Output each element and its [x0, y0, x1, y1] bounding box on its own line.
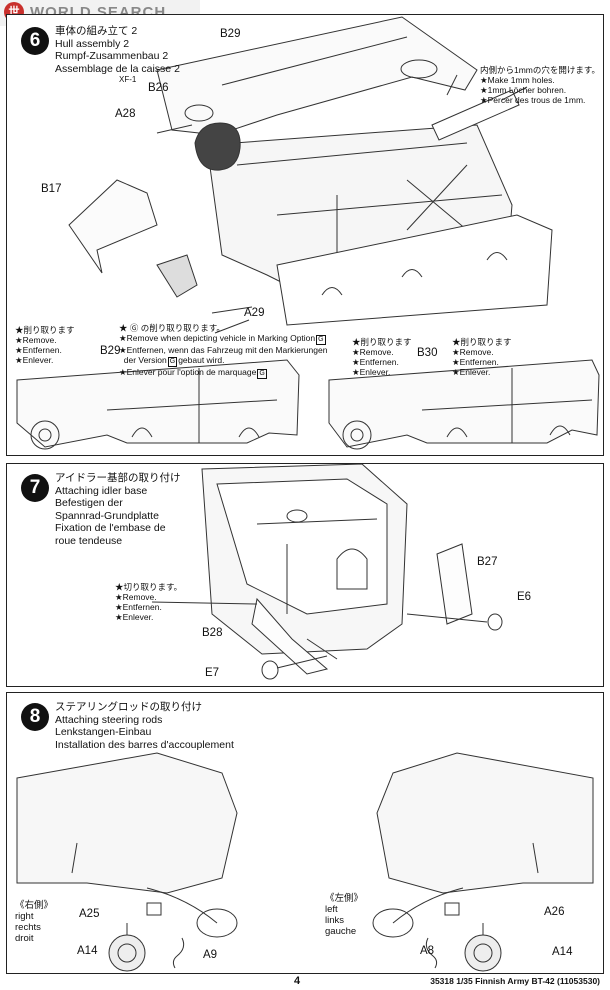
step-title: アイドラー基部の取り付け Attaching idler base Befest… [55, 472, 181, 547]
marking-option-note: ★ Ⓖ の削り取り取ります。 ★Remove when depicting ve… [119, 323, 328, 379]
step-title: 車体の組み立て 2 Hull assembly 2 Rumpf-Zusammen… [55, 25, 180, 75]
part-label-b29-bottom: B29 [100, 345, 121, 357]
steering-rods-illustration [16, 752, 594, 972]
remove-note-middle: ★削り取ります ★Remove. ★Entfernen. ★Enlever. [352, 337, 412, 377]
hull-assembly-illustration [16, 16, 600, 450]
step-6-panel: 6 車体の組み立て 2 Hull assembly 2 Rumpf-Zusamm… [6, 14, 604, 456]
right-side-label: 《右側》 right rechts droit [15, 900, 54, 944]
part-label-b30: B30 [417, 347, 438, 359]
part-label-b29-top: B29 [220, 28, 241, 40]
kit-code: 35318 1/35 Finnish Army BT-42 (11053530) [430, 976, 600, 986]
part-label-a14-right: A14 [552, 946, 573, 958]
step-number: 8 [21, 703, 49, 731]
part-label-b27: B27 [477, 556, 498, 568]
part-label-e6: E6 [517, 591, 532, 603]
drill-holes-note: 内側から1mmの穴を開けます。 ★Make 1mm holes. ★1mm Lö… [480, 65, 601, 105]
page-number: 4 [294, 975, 301, 987]
idler-base-illustration [151, 464, 503, 680]
marking-g-icon: G [316, 335, 326, 345]
part-label-b26: B26 [148, 82, 169, 94]
step-number: 7 [21, 474, 49, 502]
step-8-panel: 8 ステアリングロッドの取り付け Attaching steering rods… [6, 692, 604, 974]
part-label-e7: E7 [205, 667, 220, 679]
remove-note-right: ★削り取ります ★Remove. ★Entfernen. ★Enlever. [452, 337, 512, 377]
step-title: ステアリングロッドの取り付け Attaching steering rods L… [55, 701, 234, 751]
part-label-a9: A9 [203, 949, 218, 961]
step-7-panel: 7 アイドラー基部の取り付け Attaching idler base Befe… [6, 463, 604, 687]
part-label-a28: A28 [115, 108, 136, 120]
part-label-a8: A8 [420, 945, 435, 957]
part-label-b17: B17 [41, 183, 62, 195]
part-label-a25: A25 [79, 908, 100, 920]
left-side-label: 《左側》 left links gauche [325, 893, 364, 937]
part-label-a26: A26 [544, 906, 565, 918]
part-label-a29: A29 [244, 307, 265, 319]
remove-note: ★切り取ります。 ★Remove. ★Entfernen. ★Enlever. [115, 582, 183, 622]
paint-label-xf1: XF-1 [119, 75, 137, 84]
step-number: 6 [21, 27, 49, 55]
part-label-a14-left: A14 [77, 945, 98, 957]
remove-note-left: ★削り取ります ★Remove. ★Entfernen. ★Enlever. [15, 325, 75, 365]
part-label-b28: B28 [202, 627, 223, 639]
